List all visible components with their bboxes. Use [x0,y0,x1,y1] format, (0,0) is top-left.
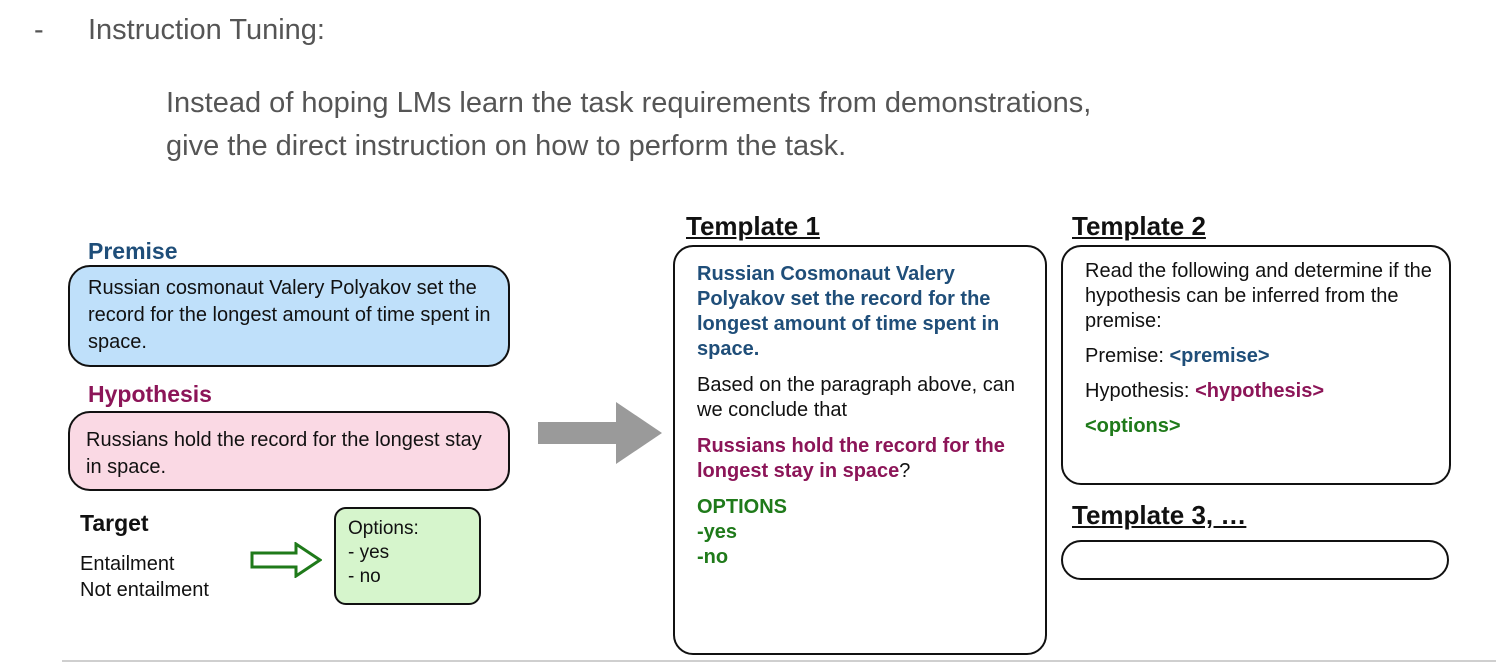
template-2-premise-prefix: Premise: [1085,345,1170,367]
template-2-hypothesis-prefix: Hypothesis: [1085,380,1196,402]
bottom-divider [62,660,1496,662]
options-title: Options: [348,518,419,539]
options-item-yes: - yes [348,542,390,563]
target-label: Target [80,510,149,536]
template-1-question-mark: ? [899,460,911,482]
template-1-hypothesis-line: Russians hold the record for the longest… [697,434,1035,484]
hollow-right-arrow-icon [250,542,322,578]
template-1-title: Template 1 [686,211,820,241]
description: Instead of hoping LMs learn the task req… [166,82,1456,168]
template-2-box: Read the following and determine if the … [1061,245,1451,485]
template-1-premise: Russian Cosmonaut Valery Polyakov set th… [697,263,1000,360]
template-2-hypothesis-row: Hypothesis: <hypothesis> [1085,379,1439,404]
template-2-options-placeholder: <options> [1085,415,1181,437]
template-3-title: Template 3, … [1072,500,1247,530]
template-2-premise-placeholder: <premise> [1169,345,1270,367]
template-1-option-no: -no [697,546,729,568]
template-1-options-header: OPTIONS [697,496,788,518]
premise-label: Premise [88,238,178,264]
template-1-question: Based on the paragraph above, can we con… [697,374,1016,421]
template-1-options: OPTIONS -yes -no [697,495,1035,570]
big-right-arrow-icon [538,402,662,464]
template-2-title: Template 2 [1072,211,1206,241]
target-item-not-entailment: Not entailment [80,579,209,601]
template-3-box [1061,540,1449,580]
premise-text: Russian cosmonaut Valery Polyakov set th… [88,277,491,353]
template-2-premise-row: Premise: <premise> [1085,344,1439,369]
template-1-box: Russian Cosmonaut Valery Polyakov set th… [673,245,1047,655]
description-line-1: Instead of hoping LMs learn the task req… [166,87,1092,119]
bullet-heading: Instruction Tuning: [88,14,325,46]
template-2-hypothesis-placeholder: <hypothesis> [1195,380,1324,402]
premise-box: Russian cosmonaut Valery Polyakov set th… [68,265,510,367]
options-box: Options: - yes - no [334,507,481,605]
template-2-instruction: Read the following and determine if the … [1085,260,1432,332]
options-item-no: - no [348,566,381,587]
hypothesis-text: Russians hold the record for the longest… [86,429,482,478]
template-1-hypothesis: Russians hold the record for the longest… [697,435,1005,482]
hypothesis-box: Russians hold the record for the longest… [68,411,510,491]
template-1-option-yes: -yes [697,521,738,543]
bullet-dash: - [34,14,44,46]
target-item-entailment: Entailment [80,553,175,575]
description-line-2: give the direct instruction on how to pe… [166,130,847,162]
hypothesis-label: Hypothesis [88,381,212,407]
